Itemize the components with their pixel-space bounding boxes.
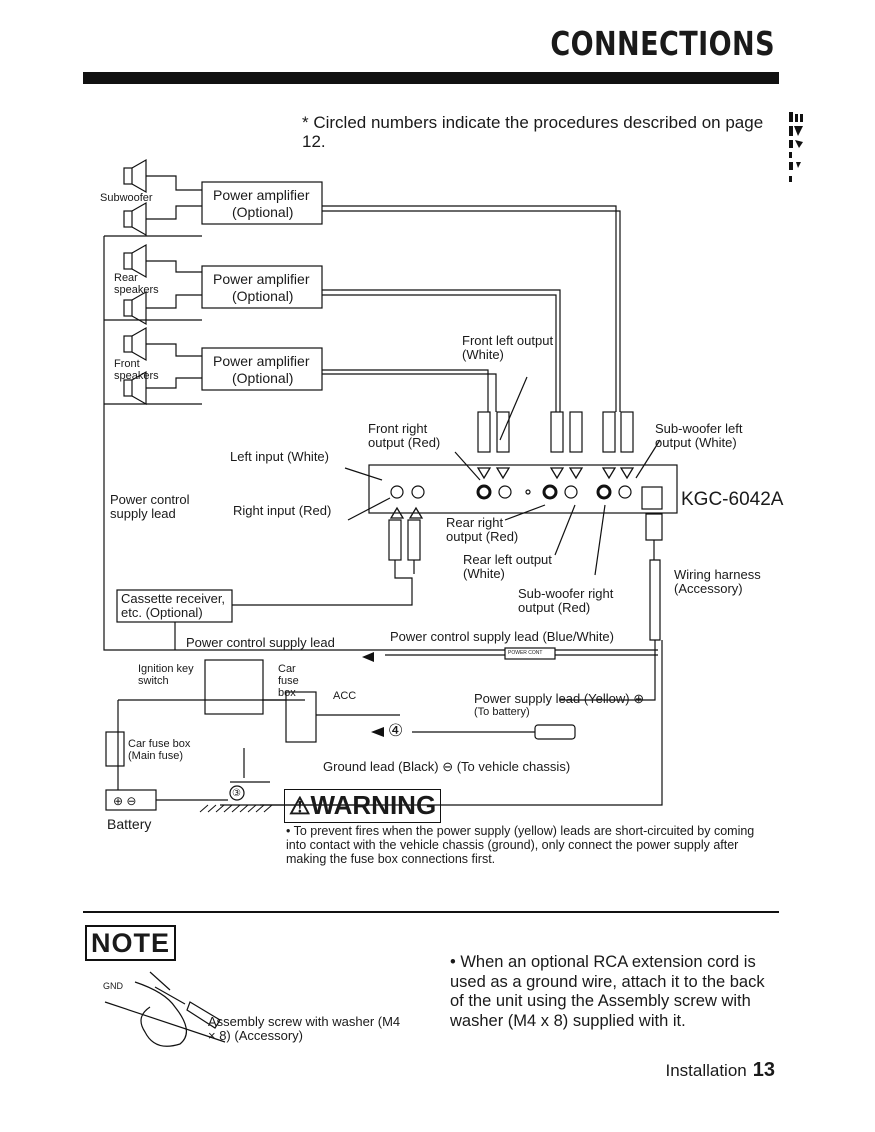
rear-left-output-label: Rear left output (White): [463, 552, 552, 581]
power-control-blue-white-label: Power control supply lead (Blue/White): [390, 629, 614, 644]
car-fuse-box-label: Car fuse box: [278, 663, 299, 699]
power-control-lead-label: Power control supply lead: [186, 635, 335, 650]
power-control-supply-lead-label: Power control supply lead: [110, 492, 190, 521]
section-divider: [83, 911, 779, 913]
gnd-label: GND: [103, 981, 123, 991]
page-title: CONNECTIONS: [550, 24, 775, 63]
front-speakers-label: Front speakers: [114, 358, 159, 382]
rear-right-output-label: Rear right output (Red): [446, 515, 519, 544]
right-input-label: Right input (Red): [233, 503, 332, 518]
ground-screw-illustration: [104, 971, 226, 1047]
amp-label-2: Power amplifier: [213, 271, 310, 287]
wiring-harness-label: Wiring harness (Accessory): [674, 567, 761, 596]
front-left-output-label: Front left output (White): [462, 333, 554, 362]
procedure-note: * Circled numbers indicate the procedure…: [302, 113, 764, 151]
side-tab-mark: [789, 112, 803, 182]
step-4-marker: ④: [388, 721, 404, 740]
note-bullet-text: • When an optional RCA extension cord is…: [450, 953, 765, 1030]
amp-optional-3: (Optional): [232, 370, 294, 386]
battery-label: Battery: [107, 816, 152, 832]
ground-lead-label: Ground lead (Black) ⊖ (To vehicle chassi…: [323, 759, 571, 774]
note-label: NOTE: [85, 925, 177, 961]
amp-label-1: Power amplifier: [213, 187, 310, 203]
warning-text: • To prevent fires when the power supply…: [286, 824, 755, 866]
warning-label: ⚠WARNING: [284, 789, 442, 823]
assembly-screw-caption: Assembly screw with washer (M4 × 8) (Acc…: [208, 1014, 401, 1043]
car-fuse-box-main-label: Car fuse box (Main fuse): [128, 738, 191, 762]
acc-label: ACC: [333, 690, 357, 702]
warning-triangle-icon: ⚠: [289, 793, 311, 820]
left-input-label: Left input (White): [230, 449, 329, 464]
rear-speakers-label: Rear speakers: [114, 272, 159, 296]
subwoofer-label: Subwoofer: [100, 192, 153, 204]
subwoofer-left-output-label: Sub-woofer left output (White): [655, 421, 743, 450]
power-supply-lead-label: Power supply lead (Yellow) ⊕: [474, 691, 645, 706]
amp-label-3: Power amplifier: [213, 353, 310, 369]
amp-optional-2: (Optional): [232, 288, 294, 304]
to-battery-label: (To battery): [474, 706, 530, 718]
power-cont-tag: POWER CONT: [508, 650, 543, 656]
page-footer: Installation 13: [665, 1059, 775, 1082]
step-3-marker: ③: [232, 788, 241, 799]
cassette-receiver-label: Cassette receiver, etc. (Optional): [121, 591, 226, 620]
front-right-output-label: Front right output (Red): [368, 421, 441, 450]
ignition-key-switch-label: Ignition key switch: [138, 663, 194, 687]
battery-terminals: ⊕ ⊖: [113, 794, 137, 808]
unit-model-label: KGC-6042A: [681, 489, 784, 510]
footer-section: Installation: [665, 1061, 747, 1080]
amp-optional-1: (Optional): [232, 204, 294, 220]
page-number: 13: [752, 1059, 775, 1081]
title-rule: [83, 72, 779, 84]
subwoofer-right-output-label: Sub-woofer right output (Red): [518, 586, 614, 615]
